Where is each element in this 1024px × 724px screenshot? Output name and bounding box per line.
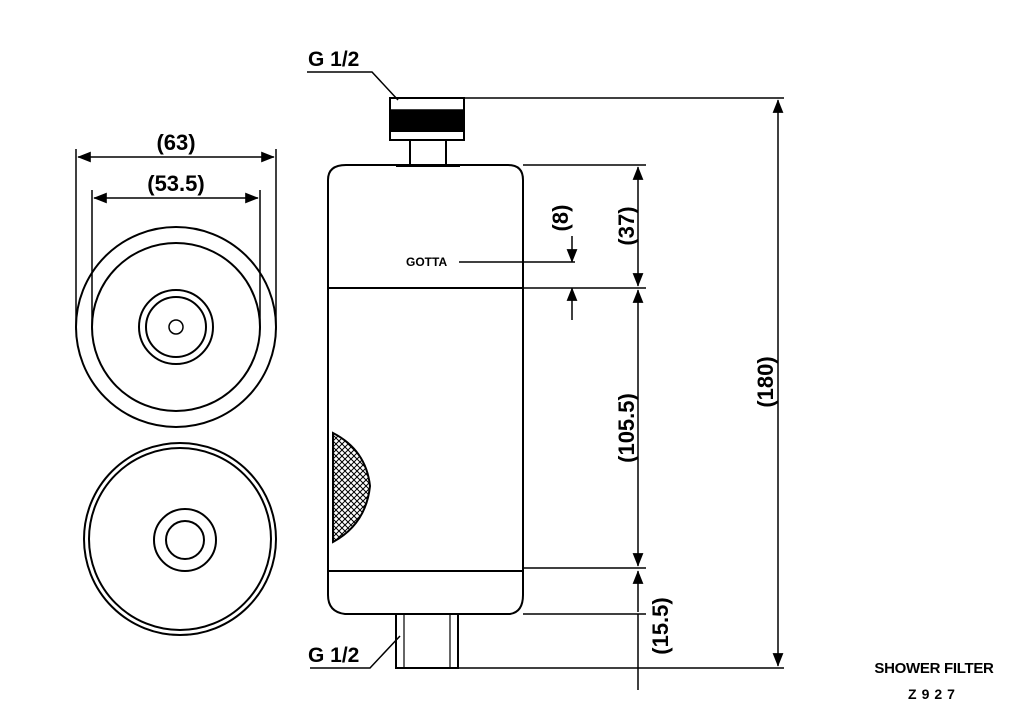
thread-top-leader [307, 71, 399, 101]
cap-height-label: (37) [614, 206, 639, 245]
connector-neck [409, 139, 447, 167]
filter-body [327, 164, 524, 615]
logo-offset-dimension [459, 236, 578, 320]
outer-diameter-label: (63) [156, 130, 195, 155]
thread-leaders [307, 71, 401, 669]
top-view-outer-circle [75, 226, 277, 428]
top-view-hub-inner [145, 296, 207, 358]
brand-logo: GOTTA [406, 255, 447, 269]
bottom-view-outlet-outer [153, 508, 217, 572]
inner-diameter-label: (53.5) [147, 171, 204, 196]
thread-bottom-label: G 1/2 [308, 644, 359, 667]
drawing-title: SHOWER FILTER [874, 660, 994, 677]
bottom-view-inner-circle [88, 447, 272, 631]
bottom-view [83, 442, 277, 636]
top-view [75, 226, 277, 428]
grip-knurl [332, 431, 372, 544]
diameter-dimensions [75, 149, 277, 330]
top-view-inner-circle [91, 242, 261, 412]
bottom-outlet [395, 613, 459, 669]
height-dimensions [458, 97, 784, 690]
thread-bottom-leader [310, 635, 401, 669]
body-height-label: (105.5) [614, 393, 639, 463]
bottom-view-outlet-inner [165, 520, 205, 560]
top-view-hub-outer [138, 289, 214, 365]
side-view [327, 97, 524, 669]
logo-offset-label: (8) [548, 205, 573, 232]
total-height-label: (180) [753, 356, 778, 407]
bottom-view-outer-circle [83, 442, 277, 636]
thread-top-label: G 1/2 [308, 48, 359, 71]
model-code: Z927 [908, 686, 960, 702]
top-nut-knurl [391, 110, 463, 132]
base-height-label: (15.5) [648, 597, 673, 654]
top-view-center-hole [168, 319, 184, 335]
